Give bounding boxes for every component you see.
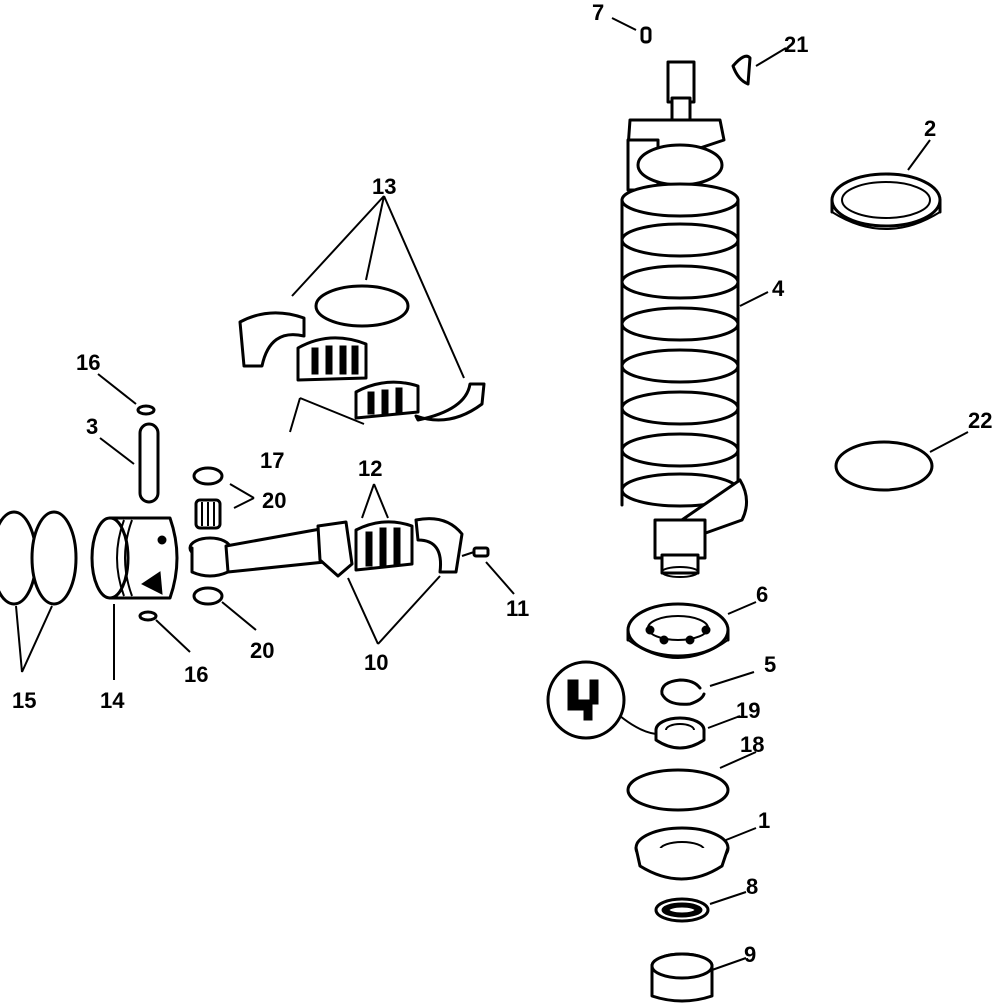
callout-12: 12	[358, 456, 382, 481]
callout-14: 14	[100, 688, 125, 713]
callout-16-top: 16	[76, 350, 100, 375]
woodruff-key	[731, 54, 752, 86]
wrist-pin	[138, 422, 160, 504]
piston-ring-2	[30, 510, 78, 606]
bearing-housing	[634, 826, 730, 881]
callout-21: 21	[784, 32, 808, 57]
needle-bearing	[194, 498, 222, 530]
grease-apply-icon	[546, 660, 657, 740]
callout-11: 11	[506, 596, 529, 621]
oil-seal-top	[830, 172, 942, 230]
bearing-half-right	[414, 382, 486, 422]
callout-13: 13	[372, 174, 396, 199]
callout-22: 22	[968, 408, 992, 433]
callout-5: 5	[764, 652, 776, 677]
callout-20-bottom: 20	[250, 638, 274, 663]
callout-8: 8	[746, 874, 758, 899]
pin-retainer-bottom	[138, 610, 158, 622]
o-ring-18	[626, 768, 730, 812]
callout-3: 3	[86, 414, 98, 439]
main-bearing-set	[238, 284, 486, 422]
rod-cap	[414, 517, 464, 574]
callout-7: 7	[592, 0, 604, 25]
retaining-ring-13	[314, 284, 410, 328]
caged-roller-bearing-b	[354, 380, 420, 420]
connecting-rod	[188, 520, 354, 578]
leader-lines	[15, 17, 969, 971]
retaining-ring	[660, 678, 706, 706]
o-ring-22	[834, 440, 934, 492]
callout-19: 19	[736, 698, 760, 723]
bearing-half-left	[238, 311, 306, 368]
dowel-pin	[640, 26, 652, 44]
callout-1: 1	[758, 808, 770, 833]
piston	[90, 516, 179, 600]
pin-retainer-top	[136, 404, 156, 416]
callout-17: 17	[260, 448, 284, 473]
callout-2: 2	[924, 116, 936, 141]
thrust-washer-top	[192, 466, 224, 486]
rod-cap-screw	[461, 546, 490, 558]
rod-bearing	[354, 520, 414, 572]
callout-16-bottom: 16	[184, 662, 208, 687]
callout-10: 10	[364, 650, 388, 675]
callout-9: 9	[744, 942, 756, 967]
callout-18: 18	[740, 732, 764, 757]
caged-roller-bearing-a	[296, 336, 368, 382]
sleeve	[650, 952, 714, 1003]
callout-4: 4	[772, 276, 785, 301]
callout-15: 15	[12, 688, 36, 713]
callout-20-top: 20	[262, 488, 286, 513]
thrust-washer-bottom	[192, 586, 224, 606]
callout-6: 6	[756, 582, 768, 607]
seal-19	[654, 716, 706, 750]
seal-8	[654, 897, 710, 923]
crankshaft-webs	[620, 182, 740, 508]
callout-labels: 7 21 2 13 4 16 22 3 17 12 20 6 11 20 5 1…	[12, 0, 992, 967]
crankshaft	[620, 60, 748, 578]
ball-bearing	[626, 602, 730, 659]
